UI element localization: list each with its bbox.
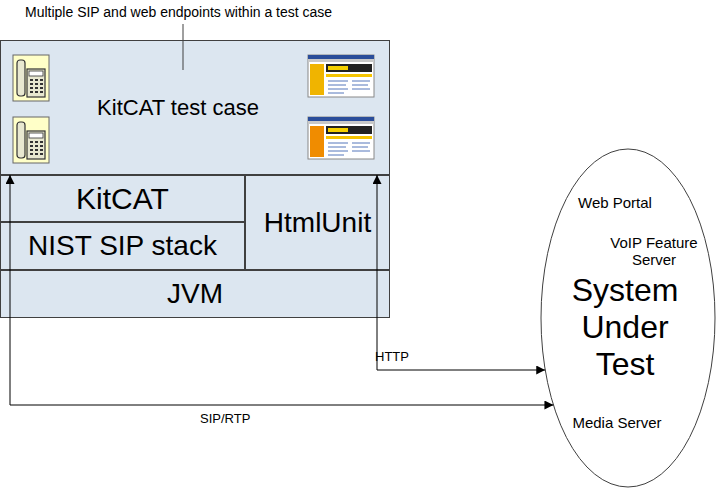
layer-label: KitCAT test case (97, 95, 259, 121)
component-label: Web Portal (570, 194, 660, 211)
system-ellipse: Web PortalVoIP Feature ServerSystem Unde… (540, 148, 716, 488)
browser-screenshot (308, 55, 374, 97)
protocol-label: SIP/RTP (200, 411, 250, 426)
leader-line (183, 24, 184, 70)
layer-label: HtmlUnit (264, 207, 371, 239)
layer-box: JVM (0, 270, 390, 318)
component-label: VoIP Feature Server (602, 234, 706, 269)
layer-label: JVM (167, 278, 223, 310)
ellipse-shape (541, 149, 715, 487)
layer-box: KitCAT test case (0, 40, 390, 175)
layer-box: HtmlUnit (245, 175, 390, 270)
layer-box: NIST SIP stack (0, 222, 245, 270)
callout-note: Multiple SIP and web endpoints within a … (25, 4, 332, 20)
layer-box: KitCAT (0, 175, 245, 222)
component-label: Media Server (562, 414, 672, 431)
phone-icon (13, 55, 49, 101)
protocol-arrow (10, 175, 553, 405)
layer-label: NIST SIP stack (28, 230, 217, 262)
protocol-label: HTTP (375, 349, 409, 364)
component-label: System Under Test (565, 272, 685, 382)
browser-screenshot (308, 117, 374, 159)
protocol-arrow (377, 175, 545, 370)
phone-icon (13, 117, 49, 163)
layer-label: KitCAT (76, 182, 169, 216)
